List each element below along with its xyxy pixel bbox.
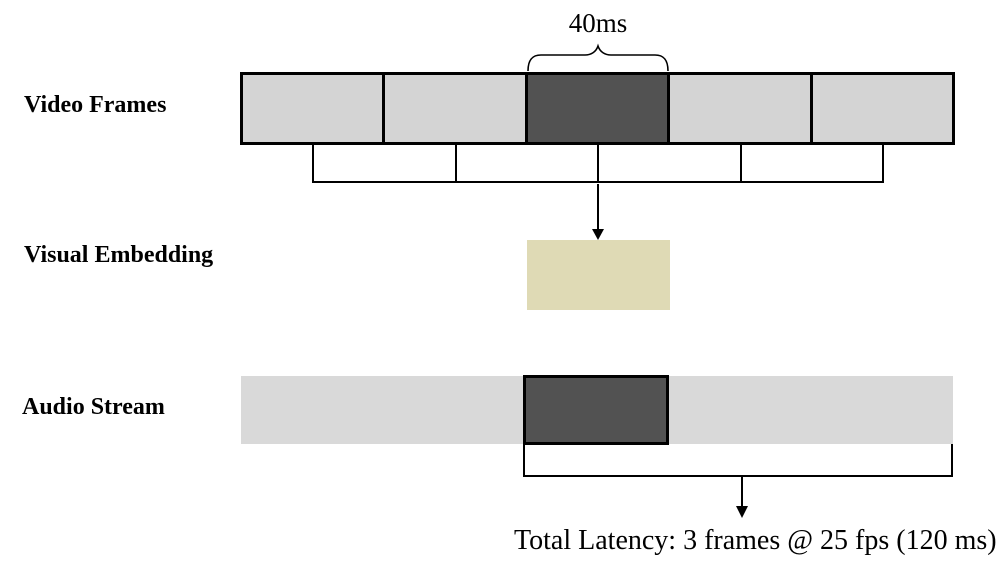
video-frame-context [385, 75, 528, 142]
audio-current-segment [523, 375, 669, 445]
visual-embedding-box [527, 240, 670, 310]
bracket-cell [456, 145, 599, 181]
latency-arrow-head-icon [736, 506, 748, 518]
visual-embedding-label: Visual Embedding [24, 242, 214, 268]
video-frames-label: Video Frames [24, 92, 167, 118]
video-frame-context [812, 75, 953, 142]
total-latency-label: Total Latency: 3 frames @ 25 fps (120 ms… [514, 525, 997, 556]
video-frame-context [243, 75, 386, 142]
video-frame-row [240, 72, 955, 145]
embedding-arrow-head-icon [592, 229, 604, 240]
bracket-cell [599, 145, 742, 181]
brace-40ms-icon [527, 43, 669, 72]
video-frame-bracket [312, 145, 884, 183]
bracket-cell [314, 145, 457, 181]
bracket-cell [741, 145, 882, 181]
video-frame-current [527, 75, 671, 142]
frame-duration-label: 40ms [568, 8, 628, 38]
video-frame-context [670, 75, 813, 142]
audio-latency-bracket [523, 444, 953, 477]
audio-stream-label: Audio Stream [22, 394, 165, 420]
